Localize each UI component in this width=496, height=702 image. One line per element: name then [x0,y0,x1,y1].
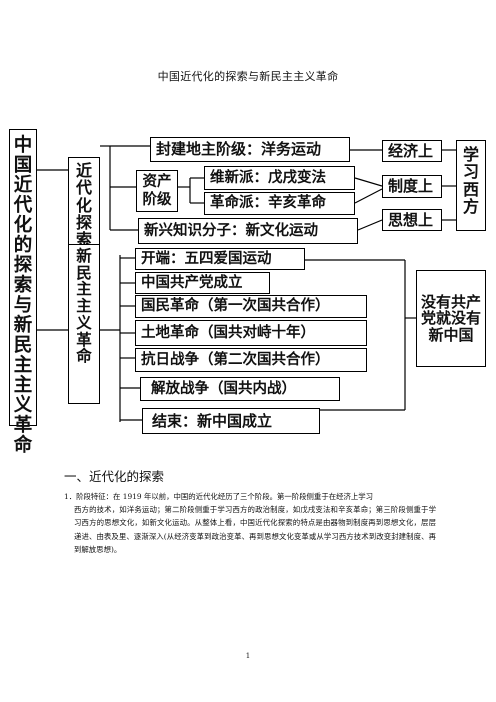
institution-label: 制度上 [388,177,434,195]
anti-japanese-box: 抗日战争（第二次国共合作） [135,348,367,372]
reform-faction-box: 维新派：戊戌变法 [204,166,355,190]
paragraph-rest: 西方的技术，如洋务运动；第二阶段侧重于学习西方的政治制度，如戊戌变法和辛亥革命；… [74,505,436,554]
no-cpc-label: 没有共产党就没有新中国 [420,292,481,344]
no-cpc-box: 没有共产党就没有新中国 [416,270,486,367]
learn-west-label: 学习西方 [462,145,479,216]
page-title: 中国近代化的探索与新民主主义革命 [157,70,339,83]
branch-new-democratic-box: 新民主主义革命 [68,244,100,404]
thought-label: 思想上 [388,210,434,229]
institution-box: 制度上 [382,175,442,198]
reform-faction-label: 维新派：戊戌变法 [210,168,326,186]
liberation-war-box: 解放战争（国共内战） [140,377,340,401]
economy-box: 经济上 [382,140,442,162]
paragraph-line-1: 1．阶段特征：在 1919 年以前，中国的近代化经历了三个阶段。第一阶段侧重于在… [64,492,374,501]
diagram-root-box: 中国近代化的探索与新民主主义革命 [9,129,37,455]
paragraph: 1．阶段特征：在 1919 年以前，中国的近代化经历了三个阶段。第一阶段侧重于在… [64,490,436,556]
land-revolution-label: 土地革命（国共对峙十年） [141,323,315,341]
new-intellectuals-box: 新兴知识分子：新文化运动 [138,218,358,244]
start-label: 开端：五四爱国运动 [141,249,272,267]
landlord-class-label: 封建地主阶级：洋务运动 [156,140,322,158]
revolution-faction-label: 革命派：辛亥革命 [210,194,326,212]
start-box: 开端：五四爱国运动 [135,248,305,270]
bourgeoisie-box: 资产阶级 [136,170,178,212]
cpc-founded-box: 中国共产党成立 [135,272,270,294]
revolution-faction-box: 革命派：辛亥革命 [204,192,355,215]
anti-japanese-label: 抗日战争（第二次国共合作） [141,350,330,368]
end-label: 结束：新中国成立 [152,411,273,430]
diagram-root-label: 中国近代化的探索与新民主主义革命 [13,135,33,456]
branch-modernization-label: 近代化探索 [75,161,92,250]
liberation-war-label: 解放战争（国共内战） [151,379,296,397]
page-number: 1 [245,652,251,660]
branch-modernization-box: 近代化探索 [68,157,100,254]
economy-label: 经济上 [388,141,434,160]
branch-new-democratic-label: 新民主主义革命 [76,246,92,366]
end-box: 结束：新中国成立 [142,408,320,434]
section-heading: 一、近代化的探索 [64,469,165,484]
landlord-class-box: 封建地主阶级：洋务运动 [150,137,350,162]
national-revolution-label: 国民革命（第一次国共合作） [141,297,330,315]
new-intellectuals-label: 新兴知识分子：新文化运动 [144,221,318,239]
land-revolution-box: 土地革命（国共对峙十年） [135,320,367,346]
cpc-founded-label: 中国共产党成立 [141,273,243,291]
thought-box: 思想上 [382,209,442,231]
bourgeoisie-label: 资产阶级 [142,172,172,208]
learn-west-box: 学习西方 [456,140,486,231]
national-revolution-box: 国民革命（第一次国共合作） [135,295,367,318]
